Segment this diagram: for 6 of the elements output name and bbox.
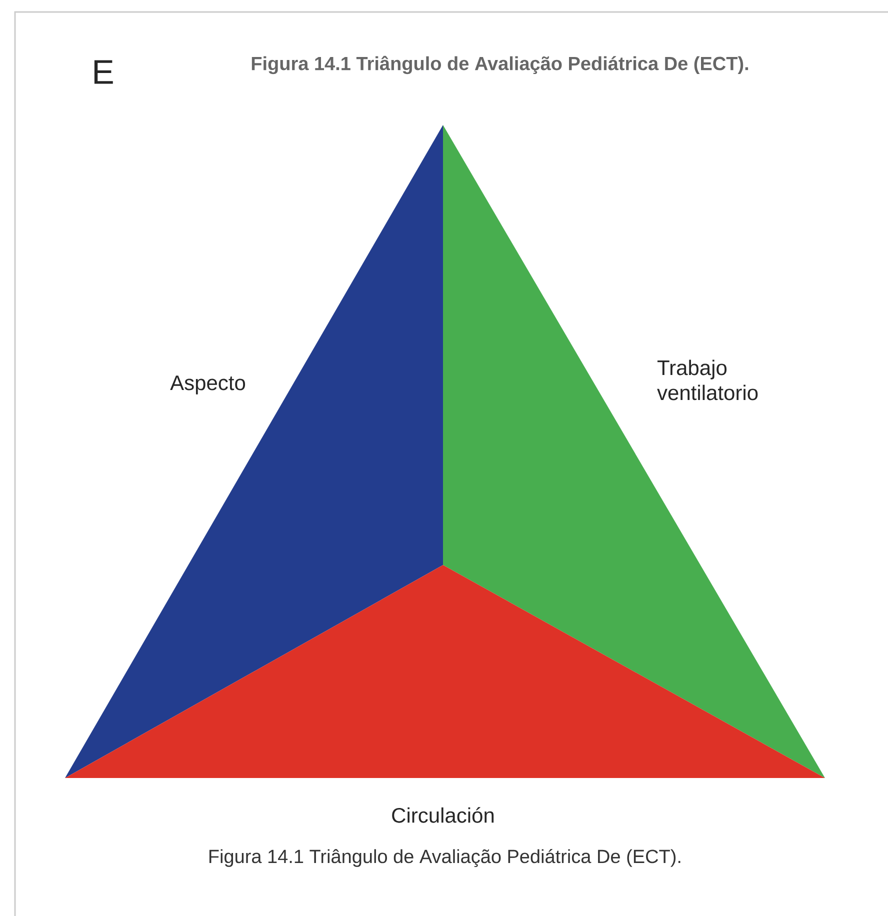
node-label: Circulación	[392, 807, 494, 823]
panel-letter: E	[94, 60, 113, 84]
figure-caption: Figura 14.1 Triângulo de Avaliação Pediátrica De (ECT).	[209, 848, 680, 867]
figure-title: Figura 14.1 Triângulo de Avaliação Pediátrica De (ECT).	[252, 56, 748, 74]
triangle-section: Aspecto	[65, 125, 443, 778]
triangle-section: Trabajo ventilatorio	[443, 125, 825, 778]
